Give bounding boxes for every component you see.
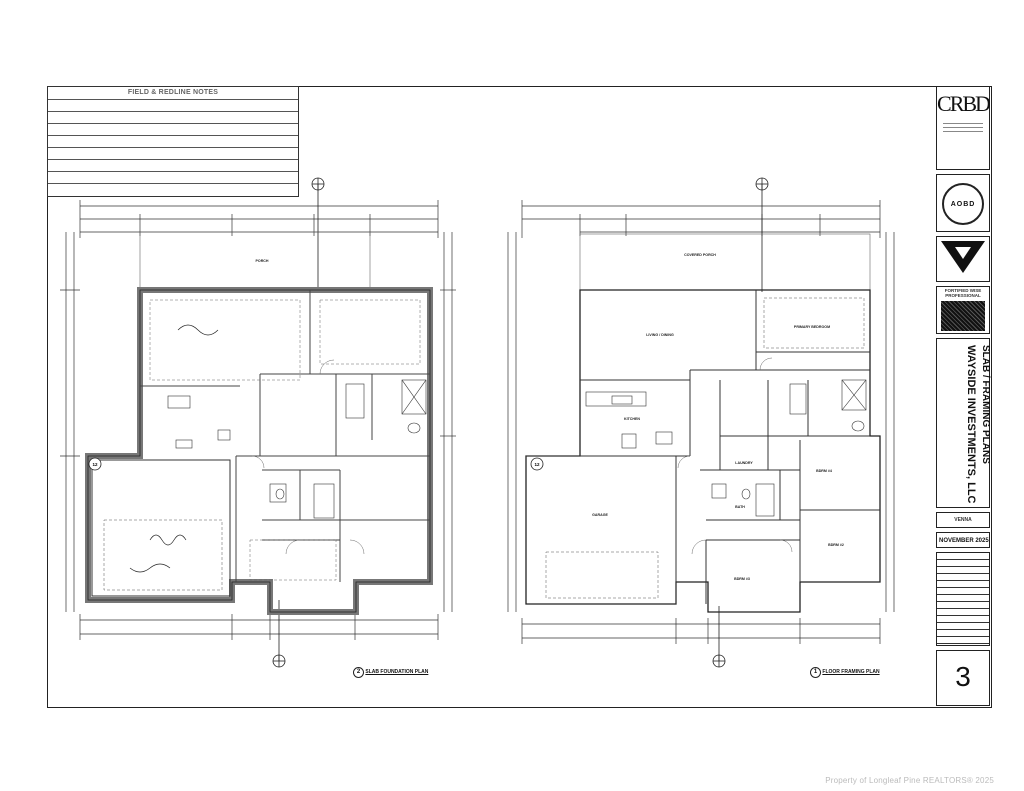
primary-bedroom-label: PRIMARY BEDROOM	[794, 325, 830, 329]
revisions-box	[936, 552, 990, 646]
crbd-logo: CRBD	[937, 91, 991, 116]
watermark: Property of Longleaf Pine REALTORS® 2025	[825, 776, 994, 785]
porch-label: PORCH	[256, 259, 269, 263]
triangle-logo-icon	[941, 241, 985, 273]
notes-line	[48, 171, 298, 172]
fortified-label: FORTIFIED WISE PROFESSIONAL	[944, 288, 982, 298]
left-plan-caption: 2 SLAB FOUNDATION PLAN	[353, 667, 428, 678]
title-block: CRBD AOBD FORTIFIED WISE PROFESSIONAL WA…	[934, 86, 992, 708]
aobd-seal: AOBD	[942, 183, 984, 225]
notes-line	[48, 99, 298, 100]
notes-line	[48, 147, 298, 148]
field-notes-title: FIELD & REDLINE NOTES	[127, 89, 219, 96]
left-caption-text: SLAB FOUNDATION PLAN	[365, 669, 429, 675]
kitchen-label: KITCHEN	[624, 417, 640, 421]
aobd-seal-box: AOBD	[936, 174, 990, 232]
drawing-date: NOVEMBER 2025	[939, 538, 989, 544]
notes-line	[48, 159, 298, 160]
date-box: NOVEMBER 2025	[936, 532, 990, 548]
drawing-sheet	[47, 86, 992, 708]
bedroom-2-label: BDRM #2	[828, 543, 844, 547]
left-garage-tag: 12	[92, 462, 98, 467]
qr-code-icon	[941, 301, 985, 331]
notes-line	[48, 123, 298, 124]
living-dining-label: LIVING / DINING	[646, 333, 674, 337]
covered-porch-label: COVERED PORCH	[684, 253, 716, 257]
right-caption-number: 1	[810, 667, 821, 678]
laundry-label: LAUNDRY	[735, 461, 753, 465]
right-garage-tag: 12	[534, 462, 540, 467]
plan-name: VENNA	[954, 517, 972, 523]
bedroom-3-label: BDRM #3	[734, 577, 750, 581]
fortified-box: FORTIFIED WISE PROFESSIONAL	[936, 286, 990, 334]
bedroom-4-label: BDRM #4	[816, 469, 832, 473]
left-caption-number: 2	[353, 667, 364, 678]
field-notes-box: FIELD & REDLINE NOTES	[47, 86, 299, 197]
garage-label: GARAGE	[592, 513, 608, 517]
sheet-title: SLAB / FRAMING PLANS	[980, 345, 991, 464]
project-name: WAYSIDE INVESTMENTS, LLC	[965, 345, 977, 504]
notes-line	[48, 183, 298, 184]
sheet-number: 3	[955, 661, 971, 692]
notes-line	[48, 135, 298, 136]
bath-label: BATH	[735, 505, 745, 509]
right-caption-text: FLOOR FRAMING PLAN	[822, 669, 880, 675]
crbd-logo-box: CRBD	[936, 86, 991, 170]
right-plan-caption: 1 FLOOR FRAMING PLAN	[810, 667, 880, 678]
plan-name-box: VENNA	[936, 512, 990, 528]
sheet-number-box: 3	[936, 650, 990, 706]
triangle-logo-box	[936, 236, 990, 282]
project-title-box: WAYSIDE INVESTMENTS, LLC SLAB / FRAMING …	[936, 338, 991, 508]
notes-line	[48, 111, 298, 112]
